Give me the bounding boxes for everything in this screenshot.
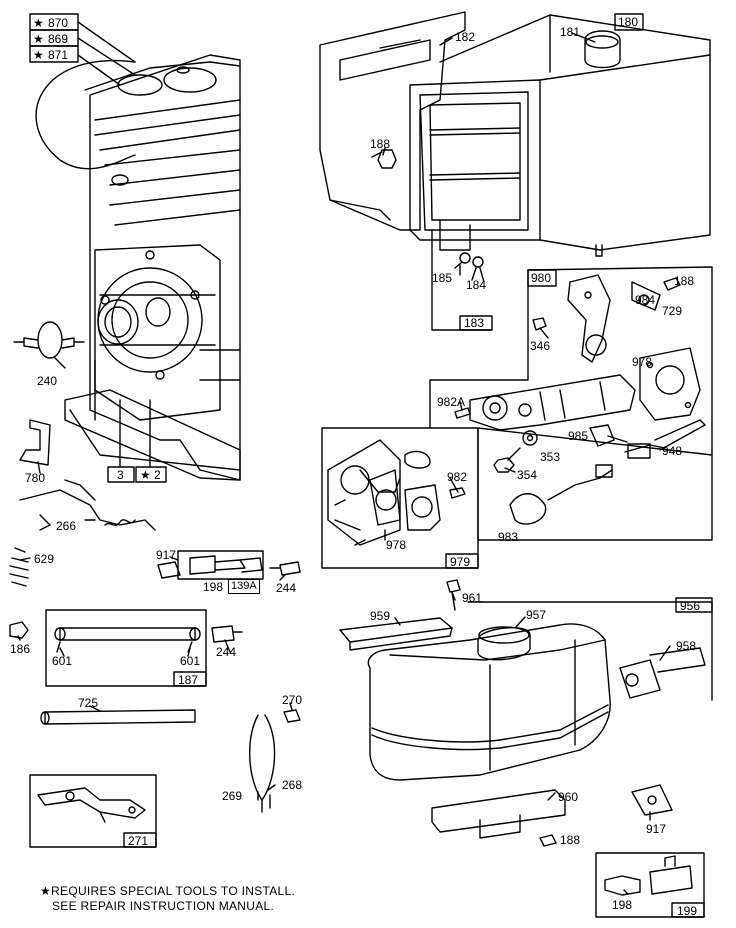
part-label-139a: 139A	[228, 579, 260, 594]
part-label-956: 956	[680, 599, 701, 613]
air-cleaner-drawing	[319, 11, 711, 331]
star-marker: ★	[33, 48, 44, 62]
part-label-780: 780	[25, 471, 46, 485]
part-label-959: 959	[370, 609, 391, 623]
part-label-979: 979	[450, 555, 471, 569]
part-label-629: 629	[34, 552, 55, 566]
part-label-180: 180	[618, 15, 639, 29]
part-label-185: 185	[432, 271, 453, 285]
part-label-271: 271	[128, 834, 149, 848]
carburetor-group-drawing	[321, 427, 479, 569]
part-label-268: 268	[282, 778, 303, 792]
part-label-978: 978	[632, 355, 653, 369]
part-label-3: 3	[117, 468, 124, 482]
part-label-188: 188	[370, 137, 391, 151]
part-label-729: 729	[662, 304, 683, 318]
part-label-184: 184	[466, 278, 487, 292]
part-label-601: 601	[52, 654, 73, 668]
part-label-244: 244	[216, 645, 237, 659]
footnote-line-1: ★REQUIRES SPECIAL TOOLS TO INSTALL.	[40, 884, 296, 898]
star-marker: ★	[140, 468, 151, 482]
part-label-240: 240	[37, 374, 58, 388]
part-label-269: 269	[222, 789, 243, 803]
part-label-199: 199	[677, 904, 698, 918]
part-label-346: 346	[530, 339, 551, 353]
part-label-198: 198	[612, 898, 633, 912]
left-parts-drawing	[9, 321, 301, 848]
controls-group-drawing	[429, 266, 713, 541]
footnote-line-2: SEE REPAIR INSTRUCTION MANUAL.	[52, 899, 275, 913]
part-label-182: 182	[455, 30, 476, 44]
star-marker: ★	[33, 32, 44, 46]
part-label-961: 961	[462, 591, 483, 605]
part-label-198: 198	[203, 580, 224, 594]
fuel-tank-drawing	[339, 579, 713, 918]
part-label-188: 188	[560, 833, 581, 847]
part-label-354: 354	[517, 468, 538, 482]
engine-block-drawing	[64, 54, 241, 481]
part-label-725: 725	[78, 696, 99, 710]
part-label-985: 985	[568, 429, 589, 443]
part-label-982a: 982A	[437, 395, 466, 409]
part-label-978: 978	[386, 538, 407, 552]
part-label-2: 2	[154, 468, 161, 482]
part-label-948: 948	[662, 444, 683, 458]
part-label-601: 601	[180, 654, 201, 668]
part-label-917: 917	[646, 822, 667, 836]
part-label-984: 984	[635, 293, 656, 307]
part-label-181: 181	[560, 25, 581, 39]
part-label-270: 270	[282, 693, 303, 707]
part-label-188: 188	[674, 274, 695, 288]
part-label-980: 980	[531, 271, 552, 285]
part-label-917: 917	[156, 548, 177, 562]
star-marker: ★	[33, 16, 44, 30]
part-label-871: 871	[48, 48, 69, 62]
part-label-869: 869	[48, 32, 69, 46]
part-label-266: 266	[56, 519, 77, 533]
part-label-183: 183	[464, 316, 485, 330]
part-label-958: 958	[676, 639, 697, 653]
part-label-960: 960	[558, 790, 579, 804]
part-label-244: 244	[276, 581, 297, 595]
part-label-870: 870	[48, 16, 69, 30]
part-label-957: 957	[526, 608, 547, 622]
part-label-983: 983	[498, 530, 519, 544]
part-label-186: 186	[10, 642, 31, 656]
part-label-187: 187	[178, 673, 199, 687]
gasket-callout-circle	[35, 59, 136, 170]
part-label-982: 982	[447, 470, 468, 484]
part-label-353: 353	[540, 450, 561, 464]
